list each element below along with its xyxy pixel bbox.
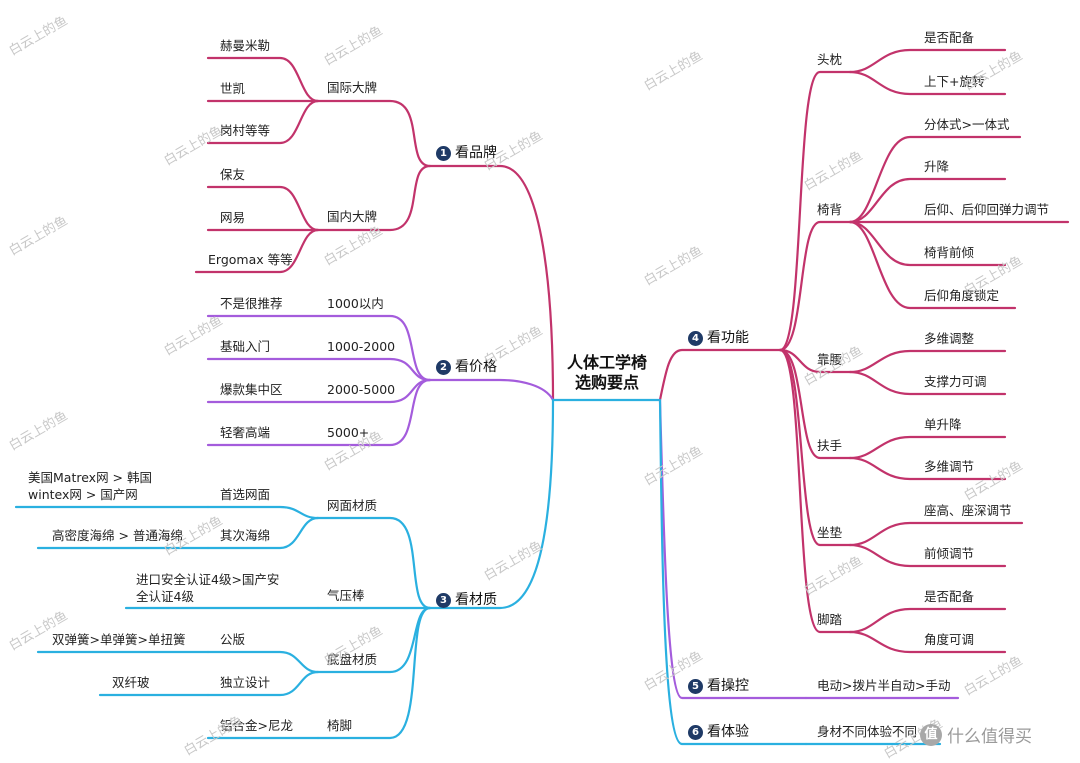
branch-label: 看操控 — [707, 678, 749, 694]
function-item: 座高、座深调节 — [924, 503, 1012, 518]
function-item: 多维调整 — [924, 331, 975, 346]
material-legs-note: 铝合金>尼龙 — [220, 718, 293, 733]
center-title: 人体工学椅 选购要点 — [566, 353, 647, 392]
trunk-right — [551, 348, 808, 746]
material-connectors — [14, 398, 555, 740]
site-logo[interactable]: 值 什么值得买 — [920, 722, 1032, 747]
function-headrest: 头枕 — [817, 52, 843, 67]
material-mesh-first: 首选网面 — [220, 487, 271, 502]
function-armrest: 扶手 — [817, 438, 843, 453]
price-range: 1000-2000 — [327, 339, 396, 354]
brand-item: Ergomax 等等 — [208, 252, 293, 267]
brand-domestic-label: 国内大牌 — [327, 209, 378, 224]
price-range: 2000-5000 — [327, 382, 396, 397]
material-chassis-first: 公版 — [220, 632, 246, 647]
function-connectors — [778, 48, 1070, 654]
price-range: 5000+ — [327, 425, 370, 440]
branch-label: 看价格 — [455, 359, 497, 375]
function-item: 后仰角度锁定 — [924, 288, 1000, 303]
function-item: 后仰、后仰回弹力调节 — [924, 202, 1050, 217]
branch-label: 看功能 — [707, 330, 749, 346]
number-badge: 2 — [436, 359, 451, 375]
price-tier: 轻奢高端 — [220, 425, 271, 440]
function-item: 椅背前倾 — [924, 245, 975, 260]
function-item: 多维调节 — [924, 459, 975, 474]
brand-item: 世凯 — [220, 81, 246, 96]
material-gas-label: 气压棒 — [327, 588, 365, 603]
price-connectors — [206, 314, 555, 447]
brand-item: 赫曼米勒 — [220, 38, 271, 53]
function-item: 支撑力可调 — [924, 374, 987, 389]
brand-connectors — [194, 56, 555, 402]
material-chassis-second: 独立设计 — [220, 675, 271, 690]
function-item: 是否配备 — [924, 30, 975, 45]
function-footrest: 脚踏 — [817, 612, 843, 627]
function-item: 升降 — [924, 159, 950, 174]
branch-label: 看体验 — [707, 724, 749, 740]
material-mesh-second: 其次海绵 — [220, 528, 271, 543]
function-lumbar: 靠腰 — [817, 352, 843, 367]
price-tier: 爆款集中区 — [220, 382, 283, 397]
brand-intl-label: 国际大牌 — [327, 80, 378, 95]
number-badge: 6 — [688, 724, 703, 740]
material-chassis-label: 底盘材质 — [327, 652, 378, 667]
brand-item: 保友 — [220, 167, 246, 182]
material-legs-label: 椅脚 — [327, 718, 353, 733]
material-gas-note: 进口安全认证4级>国产安 全认证4级 — [136, 572, 280, 604]
brand-item: 岗村等等 — [220, 123, 271, 138]
branch-label: 看材质 — [455, 592, 497, 608]
material-mesh-second-note: 高密度海绵 > 普通海绵 — [52, 528, 183, 543]
function-item: 角度可调 — [924, 632, 975, 647]
site-logo-icon: 值 — [920, 723, 942, 746]
material-mesh-first-note: 美国Matrex网 > 韩国 wintex网 > 国产网 — [28, 470, 152, 502]
control-note: 电动>拨片半自动>手动 — [817, 678, 951, 693]
price-tier: 不是很推荐 — [220, 296, 283, 311]
function-item: 上下+旋转 — [924, 74, 985, 89]
function-item: 是否配备 — [924, 589, 975, 604]
material-chassis-second-note: 双纤玻 — [112, 675, 150, 690]
material-chassis-first-note: 双弹簧>单弹簧>单扭簧 — [52, 632, 186, 647]
site-logo-text: 什么值得买 — [947, 727, 1032, 747]
number-badge: 5 — [688, 678, 703, 694]
branch-label: 看品牌 — [455, 145, 497, 161]
function-seat: 坐垫 — [817, 525, 843, 540]
function-item: 前倾调节 — [924, 546, 975, 561]
price-range: 1000以内 — [327, 296, 384, 311]
function-backrest: 椅背 — [817, 202, 843, 217]
price-tier: 基础入门 — [220, 339, 271, 354]
function-item: 分体式>一体式 — [924, 117, 1010, 132]
number-badge: 1 — [436, 145, 451, 161]
experience-note: 身材不同体验不同 — [817, 724, 918, 739]
number-badge: 3 — [436, 592, 451, 608]
function-item: 单升降 — [924, 417, 962, 432]
material-mesh-label: 网面材质 — [327, 498, 378, 513]
number-badge: 4 — [688, 330, 703, 346]
brand-item: 网易 — [220, 210, 246, 225]
